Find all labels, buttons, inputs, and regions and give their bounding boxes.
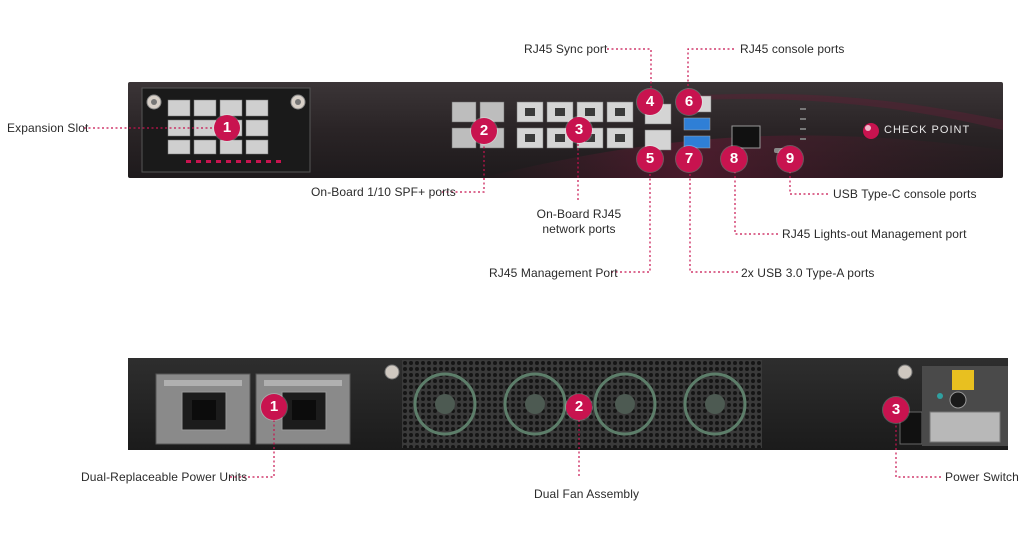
callout-badge-4: 4 [637, 89, 663, 115]
callout-badge-9: 9 [777, 146, 803, 172]
fan-assembly [402, 360, 762, 448]
power-unit-1 [155, 373, 251, 445]
label-rj45-console-ports: RJ45 console ports [740, 42, 845, 56]
label-power-switch: Power Switch [945, 470, 1019, 484]
power-switch-area [899, 366, 1008, 446]
label-rj45-network-ports: On-Board RJ45 network ports [536, 207, 622, 236]
callout-badge-2: 2 [471, 118, 497, 144]
rear-callout-badge-3: 3 [883, 397, 909, 423]
lom-port [731, 125, 761, 149]
label-expansion-slot: Expansion Slot [7, 121, 89, 135]
label-rj45-management-port: RJ45 Management Port [489, 266, 618, 280]
callout-badge-5: 5 [637, 146, 663, 172]
rear-chassis [128, 358, 1008, 450]
callout-leader-lines [84, 48, 941, 478]
power-unit-2 [255, 373, 351, 445]
rear-callout-badge-2: 2 [566, 394, 592, 420]
label-sfp-ports: On-Board 1/10 SPF+ ports [311, 185, 456, 199]
rear-callout-badge-1: 1 [261, 394, 287, 420]
callout-badge-8: 8 [721, 146, 747, 172]
label-dual-fan-assembly: Dual Fan Assembly [534, 487, 640, 501]
label-rj45-sync-port: RJ45 Sync port [524, 42, 608, 56]
callout-badge-6: 6 [676, 89, 702, 115]
brand-logo-text: CHECK POINT [884, 124, 971, 136]
callout-badge-1: 1 [214, 115, 240, 141]
label-usb-type-a-ports: 2x USB 3.0 Type-A ports [741, 266, 875, 280]
label-usb-type-c-console-ports: USB Type-C console ports [833, 187, 977, 201]
label-lights-out-management-port: RJ45 Lights-out Management port [782, 227, 967, 241]
callout-badge-7: 7 [676, 146, 702, 172]
checkpoint-logo [863, 123, 879, 139]
callout-badge-3: 3 [566, 117, 592, 143]
label-dual-power-units: Dual-Replaceable Power Units [81, 470, 248, 484]
